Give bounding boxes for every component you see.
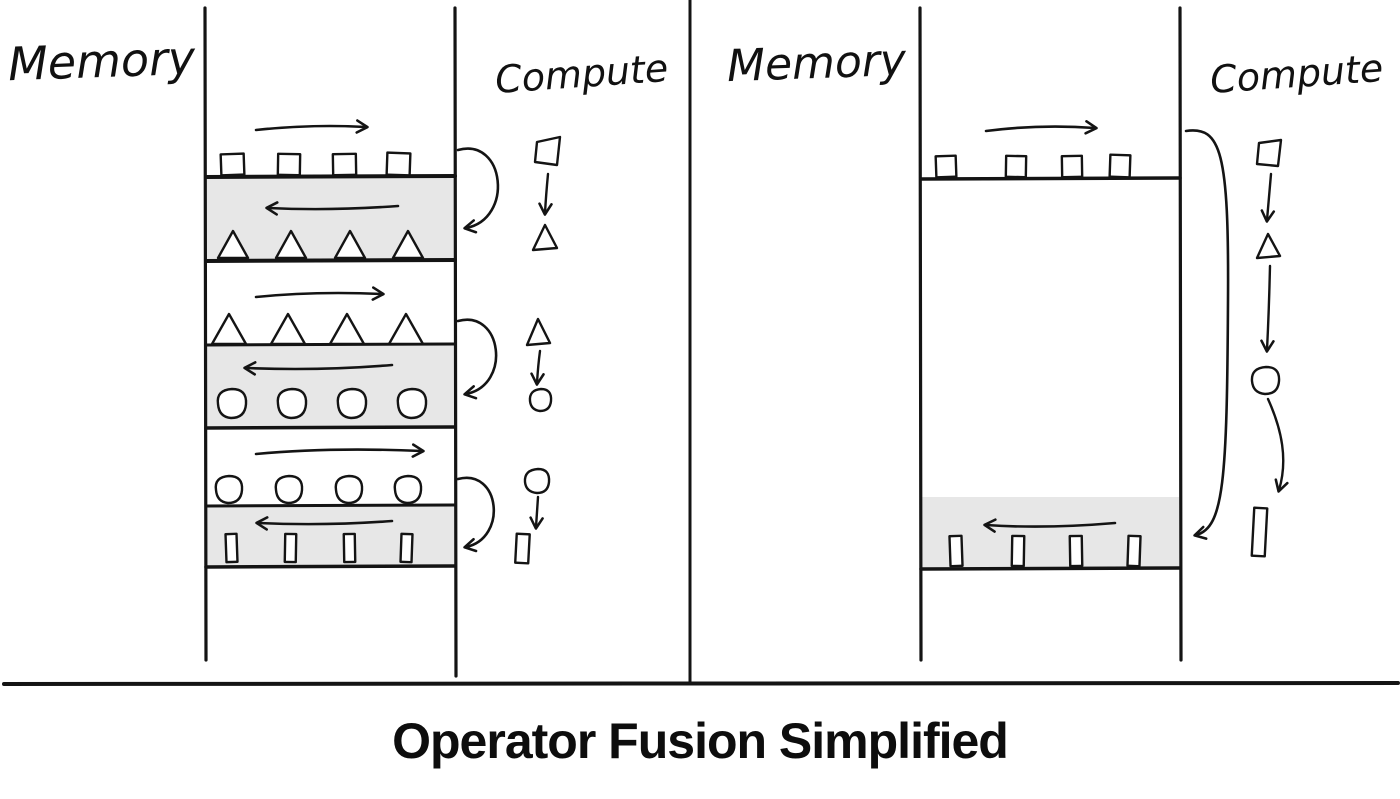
right-memory-wall-right: [1178, 6, 1183, 662]
right-shelf-lines: [919, 176, 1182, 571]
left-row3: [214, 443, 425, 564]
compute-bar-icon: [514, 532, 531, 565]
left-shelf-lines: [204, 174, 457, 569]
transform-arrow: [1266, 397, 1289, 493]
roundtrip-connector: [456, 476, 496, 553]
write-arrow: [265, 201, 400, 216]
transform-arrow: [1260, 172, 1276, 223]
left-memory-bands: [206, 178, 455, 567]
left-compute-step3: [456, 467, 551, 565]
right-memory-label: Memory: [726, 34, 907, 93]
left-memory-wall-right: [453, 6, 458, 678]
compute-triangle-icon: [1255, 232, 1282, 260]
read-arrow: [984, 120, 1098, 135]
read-arrow: [254, 119, 369, 134]
right-memory-column: [918, 6, 1183, 662]
square-row: [219, 151, 412, 177]
footer-divider-line: [2, 681, 1400, 686]
transform-arrow: [1260, 264, 1275, 353]
left-memory-label: Memory: [7, 30, 196, 92]
compute-triangle-icon: [531, 223, 559, 252]
left-compute-step2: [456, 317, 553, 413]
transform-arrow: [529, 495, 544, 530]
transform-arrow: [530, 349, 545, 386]
right-compute-chain: [1184, 129, 1289, 558]
compute-square-icon: [1255, 138, 1283, 168]
transform-arrow: [538, 172, 553, 216]
roundtrip-connector: [456, 318, 498, 400]
write-arrow: [983, 518, 1117, 533]
right-write: [948, 518, 1142, 568]
square-row: [934, 153, 1132, 179]
left-row1: [216, 119, 425, 260]
compute-circle-icon: [1250, 365, 1281, 396]
roundtrip-connector: [456, 147, 500, 234]
right-read: [934, 120, 1132, 179]
compute-circle-icon: [528, 387, 553, 413]
left-row2: [210, 286, 428, 420]
left-band-3: [206, 506, 455, 567]
compute-square-icon: [533, 135, 562, 167]
compute-bar-icon: [1250, 506, 1269, 558]
bar-row: [948, 534, 1142, 568]
compute-circle-icon: [523, 467, 551, 495]
write-arrow: [255, 516, 394, 531]
page-title: Operator Fusion Simplified: [392, 713, 1009, 769]
fused-roundtrip-connector: [1184, 129, 1230, 540]
circle-row: [214, 474, 423, 505]
triangle-row: [216, 229, 425, 260]
triangle-row: [210, 312, 425, 346]
circle-row: [216, 387, 428, 420]
right-memory-wall-left: [918, 6, 923, 662]
read-arrow: [254, 286, 385, 301]
left-compute-step1: [456, 135, 562, 252]
write-arrow: [243, 361, 394, 376]
compute-triangle-icon: [525, 317, 552, 347]
read-arrow: [254, 443, 425, 458]
left-memory-wall-left: [203, 6, 208, 662]
bar-row: [224, 532, 414, 564]
